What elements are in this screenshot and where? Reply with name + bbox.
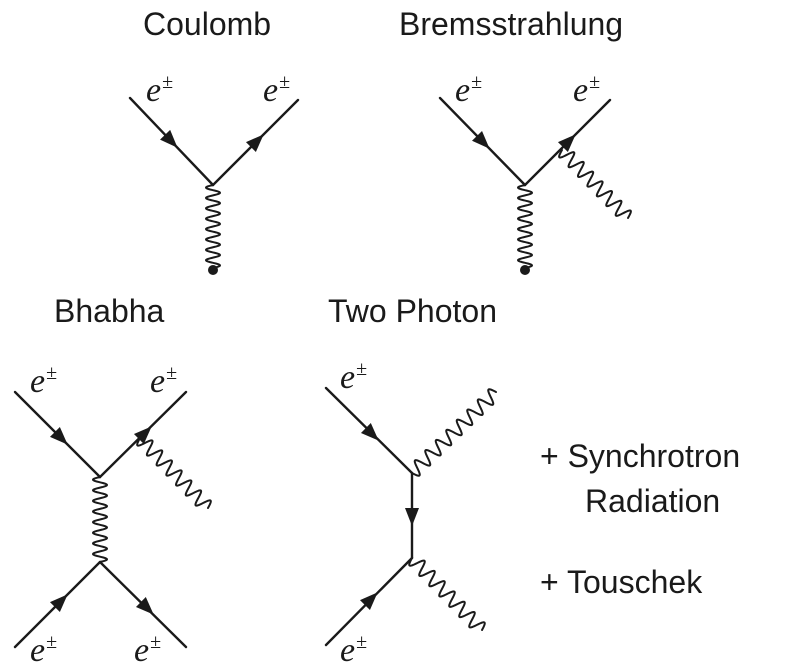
bremsstrahlung-diagram xyxy=(438,96,632,275)
bremsstrahlung-outgoing-electron-label: e± xyxy=(573,72,600,108)
charge-sign: ± xyxy=(162,71,174,93)
touschek-note: + Touschek xyxy=(540,564,703,600)
coulomb-diagram xyxy=(128,96,300,275)
bhabha-top-outgoing-electron-label: e± xyxy=(150,363,177,399)
charge-sign: ± xyxy=(150,631,162,653)
charge-sign: ± xyxy=(46,362,58,384)
two-photon-top-incoming-electron-label: e± xyxy=(340,359,367,395)
charge-sign: ± xyxy=(46,631,58,653)
synchrotron-note-line2: Radiation xyxy=(585,483,721,519)
two-photon-propagator-arrow xyxy=(405,508,419,526)
particle-symbol: e xyxy=(340,632,356,669)
charge-sign: ± xyxy=(356,631,368,653)
charge-sign: ± xyxy=(589,71,601,93)
two-photon-upper-photon-line xyxy=(411,388,497,477)
particle-symbol: e xyxy=(455,72,471,109)
bhabha-title: Bhabha xyxy=(54,293,165,329)
bhabha-radiated-photon-line xyxy=(136,437,212,509)
particle-symbol: e xyxy=(146,72,162,109)
two-photon-diagram xyxy=(324,386,497,647)
coulomb-photon-line xyxy=(205,184,221,269)
two-photon-title: Two Photon xyxy=(328,293,497,329)
bhabha-bottom-incoming-electron-label: e± xyxy=(30,632,57,668)
charge-sign: ± xyxy=(166,362,178,384)
particle-symbol: e xyxy=(150,363,166,400)
charge-sign: ± xyxy=(356,358,368,380)
bhabha-diagram xyxy=(13,390,212,649)
coulomb-outgoing-electron-label: e± xyxy=(263,72,290,108)
particle-symbol: e xyxy=(263,72,279,109)
coulomb-nucleus-dot xyxy=(208,265,218,275)
two-photon-lower-photon-line xyxy=(408,557,486,631)
particle-symbol: e xyxy=(30,632,46,669)
bremsstrahlung-incoming-electron-label: e± xyxy=(455,72,482,108)
charge-sign: ± xyxy=(471,71,483,93)
coulomb-incoming-electron-label: e± xyxy=(146,72,173,108)
particle-symbol: e xyxy=(134,632,150,669)
two-photon-bottom-incoming-electron-label: e± xyxy=(340,632,367,668)
bremsstrahlung-title: Bremsstrahlung xyxy=(399,6,624,42)
bremsstrahlung-radiated-photon-line xyxy=(558,149,632,219)
bhabha-exchange-photon-line xyxy=(92,476,108,563)
bremsstrahlung-exchange-photon-line xyxy=(517,184,533,269)
particle-symbol: e xyxy=(30,363,46,400)
bhabha-bottom-outgoing-electron-label: e± xyxy=(134,632,161,668)
coulomb-title: Coulomb xyxy=(143,6,272,42)
charge-sign: ± xyxy=(279,71,291,93)
particle-symbol: e xyxy=(340,359,356,396)
particle-symbol: e xyxy=(573,72,589,109)
synchrotron-note-line1: + Synchrotron xyxy=(540,438,741,474)
bhabha-top-incoming-electron-label: e± xyxy=(30,363,57,399)
bremsstrahlung-nucleus-dot xyxy=(520,265,530,275)
